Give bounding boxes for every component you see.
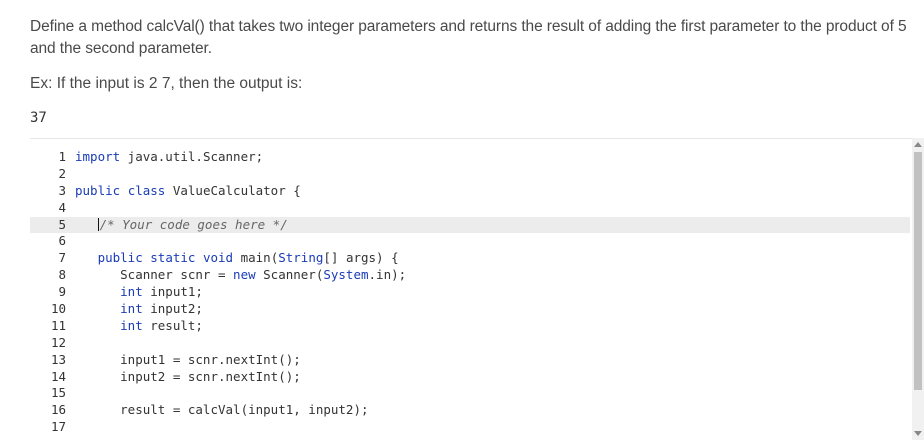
line-code[interactable]: int input2; bbox=[120, 301, 203, 317]
scroll-thumb[interactable] bbox=[914, 152, 922, 390]
line-number: 5 bbox=[58, 216, 66, 232]
line-number: 15 bbox=[50, 385, 66, 401]
line-number: 16 bbox=[50, 402, 66, 418]
line-code[interactable]: /* Your code goes here */ bbox=[97, 216, 288, 232]
line-number: 6 bbox=[58, 233, 66, 249]
line-number: 12 bbox=[50, 334, 66, 350]
line-code[interactable]: Scanner scnr = new Scanner(System.in); bbox=[75, 267, 407, 283]
code-line[interactable]: 10 int input2; bbox=[30, 301, 910, 318]
line-number: 14 bbox=[50, 368, 66, 384]
line-code[interactable]: input1 = scnr.nextInt(); bbox=[75, 351, 301, 367]
line-code[interactable]: public static void main(String[] args) { bbox=[97, 250, 399, 266]
code-line[interactable]: 11 int result; bbox=[30, 318, 910, 335]
line-code[interactable]: import java.util.Scanner; bbox=[75, 149, 264, 164]
code-line[interactable]: 3 public class ValueCalculator { bbox=[30, 183, 910, 200]
line-number: 10 bbox=[50, 301, 66, 317]
code-line[interactable]: 15 bbox=[30, 385, 910, 402]
sample-output: 37 bbox=[30, 110, 47, 126]
code-line[interactable]: 8 Scanner scnr = new Scanner(System.in); bbox=[30, 267, 910, 284]
line-number: 4 bbox=[58, 199, 66, 215]
line-number: 9 bbox=[58, 284, 66, 300]
line-number: 1 bbox=[58, 149, 66, 164]
scroll-up-arrow-icon[interactable] bbox=[914, 142, 922, 147]
code-line[interactable]: 4 bbox=[30, 200, 910, 217]
line-number: 8 bbox=[58, 267, 66, 283]
line-number: 17 bbox=[50, 419, 66, 435]
code-line[interactable]: 5 /* Your code goes here */ bbox=[30, 216, 910, 234]
line-number: 7 bbox=[58, 250, 66, 266]
line-code[interactable]: int result; bbox=[120, 317, 203, 333]
line-code[interactable]: input2 = scnr.nextInt(); bbox=[75, 368, 301, 384]
code-line[interactable]: 9 int input1; bbox=[30, 284, 910, 301]
code-line[interactable]: 12 bbox=[30, 335, 910, 352]
editor-scrollbar[interactable] bbox=[912, 138, 924, 440]
code-line[interactable]: 16 result = calcVal(input1, input2); bbox=[30, 402, 910, 419]
line-number: 11 bbox=[50, 317, 66, 333]
code-line[interactable]: 13 input1 = scnr.nextInt(); bbox=[30, 352, 910, 369]
code-line[interactable]: 14 input2 = scnr.nextInt(); bbox=[30, 369, 910, 386]
code-line[interactable]: 2 bbox=[30, 166, 910, 183]
line-code[interactable]: public class ValueCalculator { bbox=[75, 182, 301, 198]
example-text: Ex: If the input is 2 7, then the output… bbox=[30, 75, 303, 92]
code-line[interactable]: 17 bbox=[30, 419, 910, 436]
code-line[interactable]: 1 import java.util.Scanner; bbox=[30, 149, 910, 166]
line-number: 3 bbox=[58, 182, 66, 198]
line-code[interactable]: int input1; bbox=[120, 284, 203, 300]
line-code[interactable]: result = calcVal(input1, input2); bbox=[75, 402, 369, 418]
line-number: 13 bbox=[50, 351, 66, 367]
code-line[interactable]: 6 bbox=[30, 233, 910, 250]
scroll-down-arrow-icon[interactable] bbox=[914, 431, 922, 436]
code-line[interactable]: 7 public static void main(String[] args)… bbox=[30, 250, 910, 267]
problem-description: Define a method calcVal() that takes two… bbox=[30, 18, 907, 57]
line-number: 2 bbox=[58, 165, 66, 181]
